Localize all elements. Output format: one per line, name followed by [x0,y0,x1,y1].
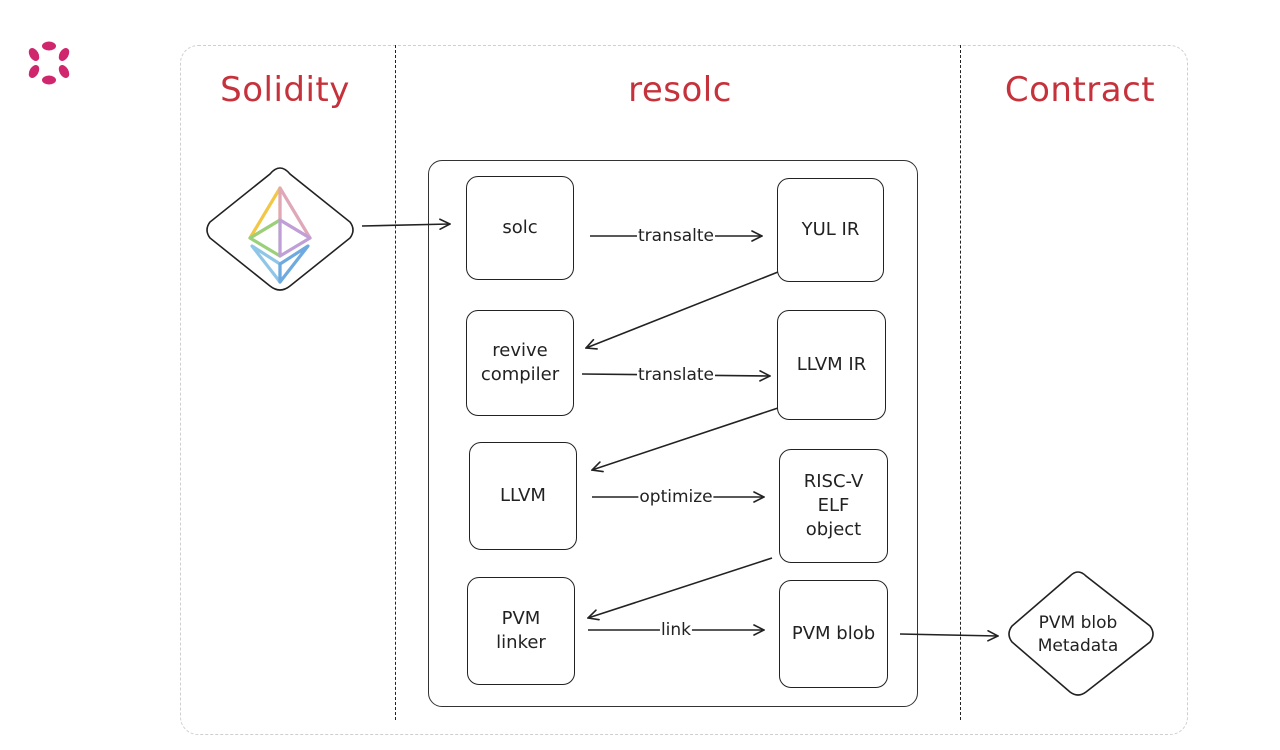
lane-title-contract: Contract [1004,70,1156,110]
node-pvm-linker: PVM linker [467,577,575,685]
node-llvm-ir: LLVM IR [777,310,886,420]
lane-title-resolc: resolc [628,70,732,110]
lane-title-solidity: Solidity [220,70,350,110]
edge-yulir-to-revive [586,271,779,348]
node-output-metadata: PVM blob Metadata [1037,613,1119,656]
node-solc: solc [466,176,574,280]
polkadot-logo-icon [28,41,70,85]
node-revive-compiler: revive compiler [466,310,574,416]
edge-llvmir-to-llvm [592,407,779,470]
edge-label-link: link [659,620,693,640]
edge-source-to-solc [361,224,450,226]
node-llvm: LLVM [469,442,577,550]
edge-label-transalte: transalte [637,226,715,246]
lane-divider-right [960,45,961,720]
node-pvm-blob: PVM blob [779,580,888,688]
output-diamond [1008,571,1154,696]
ethereum-logo-icon [248,186,312,284]
resolc-panel [428,160,918,707]
lane-divider-left [395,45,396,720]
pipeline-frame [180,45,1188,735]
edge-blob-to-output [899,634,998,636]
solidity-source-diamond [206,167,354,291]
edge-riscv-to-linker [588,557,773,618]
edge-label-optimize: optimize [638,487,714,507]
edge-label-translate: translate [637,365,715,385]
node-riscv-elf-object: RISC-V ELF object [779,449,888,563]
node-yul-ir: YUL IR [777,178,884,282]
